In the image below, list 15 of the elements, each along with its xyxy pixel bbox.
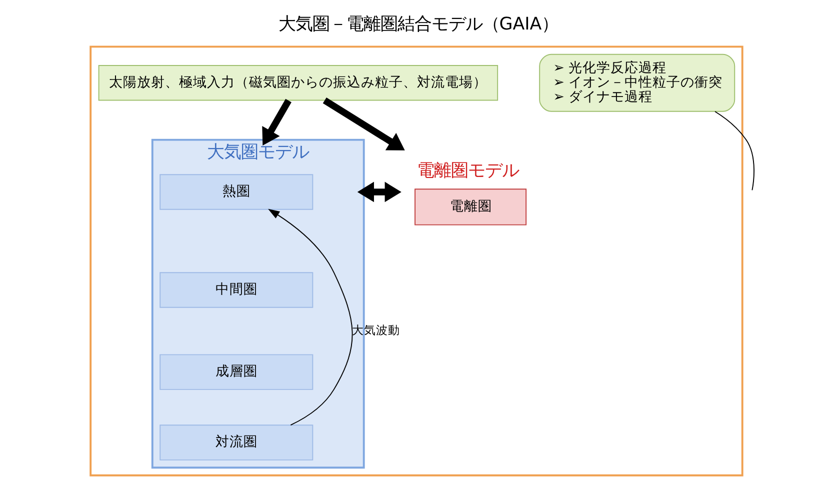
arrow: [357, 182, 402, 202]
node-box: 対流圏: [160, 424, 314, 460]
node-box: ➢ 光化学反応過程 ➢ イオン－中性粒子の衝突 ➢ ダイナモ過程: [539, 54, 736, 112]
node-box: 太陽放射、極域入力（磁気圏からの振込み粒子、対流電場）: [98, 65, 498, 101]
node-box: 中間圏: [160, 272, 314, 308]
node-label: 電離圏モデル: [416, 160, 519, 181]
node-box: 成層圏: [160, 354, 314, 390]
node-box: 熱圏: [160, 174, 314, 210]
arrow: [322, 97, 405, 150]
arrow: [262, 98, 292, 146]
cluster: [90, 46, 744, 476]
arrow: [268, 208, 353, 426]
edge-label: 大気波動: [352, 323, 400, 338]
diagram-title: 大気圏－電離圏結合モデル（GAIA）: [278, 14, 559, 35]
connector: [714, 111, 754, 191]
